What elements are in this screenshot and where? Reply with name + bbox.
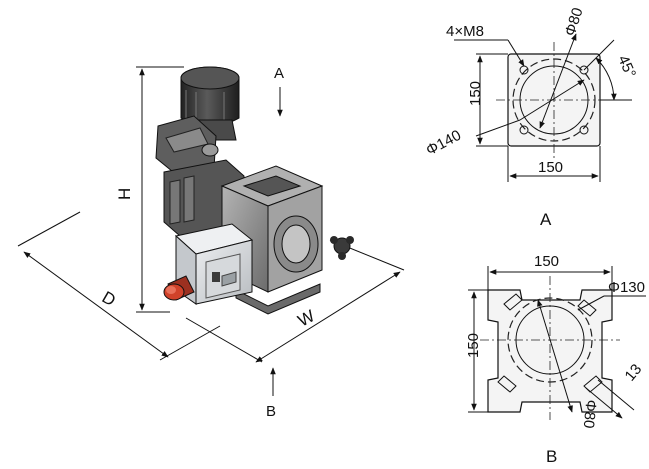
view-b-slot: 13 [621,361,645,385]
dim-label-d: D [99,287,119,310]
dim-label-h: H [115,188,134,200]
view-a-bolts: 4×M8 [446,23,484,40]
dim-label-w: W [295,306,318,330]
rotary-valve-assembly: H D W A B [17,65,405,420]
dimension-w: W [185,239,405,363]
arrow-a-label: A [274,65,284,82]
view-a-dia-inner: Φ80 [562,6,587,39]
view-a-height: 150 [467,81,484,106]
view-b-dia-pcd: Φ130 [608,279,645,296]
view-a-angle: 45° [614,53,639,81]
stop-button [163,275,195,301]
detail-view-a: 4×M8 Φ80 45° 150 Φ140 150 A [423,6,639,229]
view-b-dia-inner: Φ80 [580,399,600,429]
detail-view-b: 150 Φ130 150 13 Φ80 B [465,253,646,466]
view-arrow-b: B [266,367,276,420]
view-b-width: 150 [534,253,559,270]
view-arrow-a: A [274,65,284,117]
view-b-caption: B [546,447,557,466]
view-a-caption: A [540,210,552,229]
arrow-b-label: B [266,403,276,420]
view-a-dia-pcd: Φ140 [423,127,464,159]
view-b-height: 150 [465,333,482,358]
view-a-width: 150 [538,159,563,176]
